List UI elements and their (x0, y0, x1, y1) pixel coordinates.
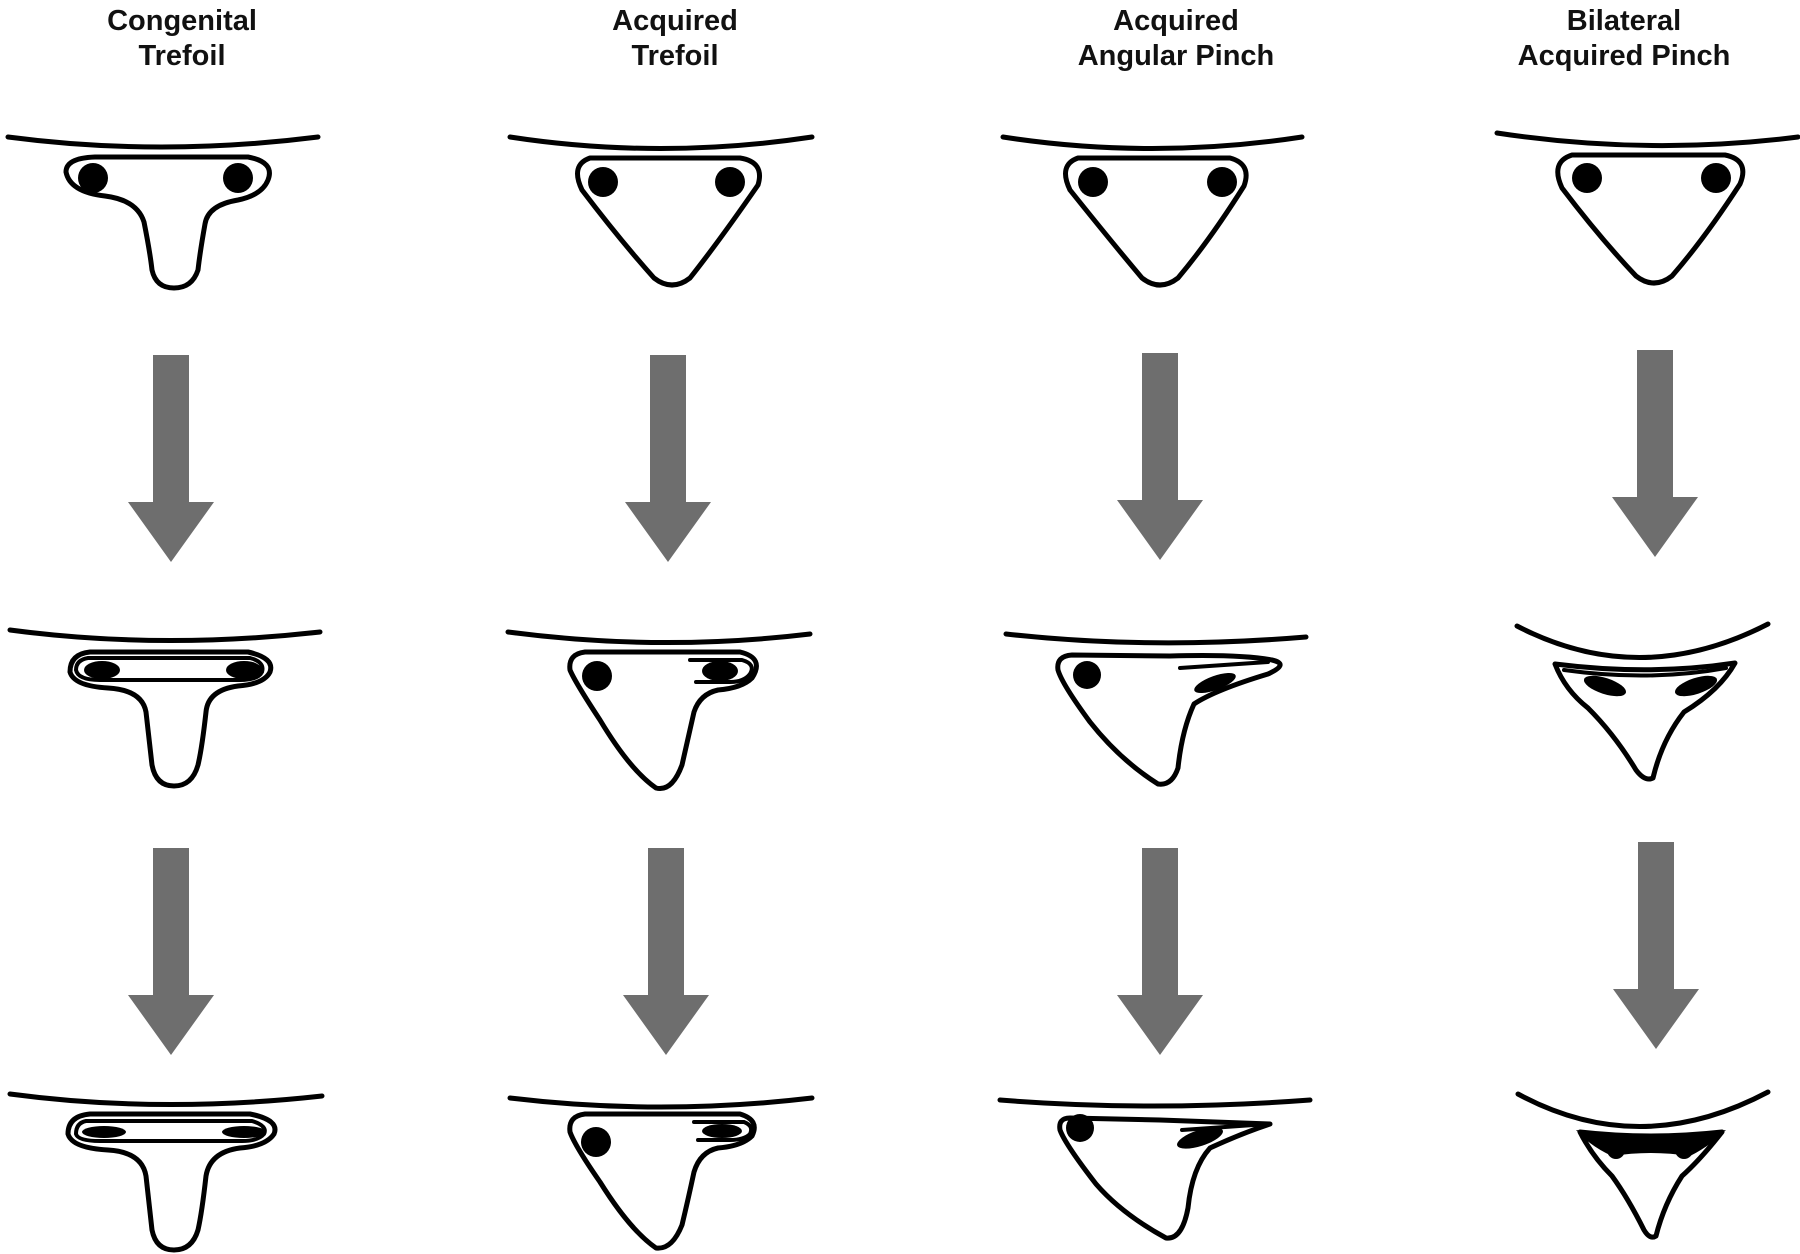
dot-right (1207, 167, 1237, 197)
stage-3-shape (1515, 1089, 1771, 1240)
vessel-wall-line (1514, 621, 1771, 660)
trefoil-lumen-outline (63, 154, 272, 291)
stage-2-shape (1514, 621, 1771, 782)
triangle-lumen-outline (1555, 152, 1746, 286)
down-arrow-icon (1612, 350, 1698, 557)
title-line: Acquired (612, 5, 738, 37)
angular-lumen-outline (1055, 652, 1283, 787)
stage-3-shape (997, 1097, 1313, 1241)
vessel-wall-line (507, 134, 815, 151)
title-line: Acquired Pinch (1517, 40, 1731, 72)
column-congenital-trefoil (5, 134, 325, 1253)
vessel-wall-line (1515, 1089, 1771, 1129)
dot-left (588, 167, 618, 197)
dot-left (1078, 167, 1108, 197)
dot-left (1073, 661, 1101, 689)
flattened-dot-left (84, 661, 120, 679)
flattened-dot-left (82, 1126, 126, 1138)
pinch-inner-outline (1178, 660, 1270, 670)
dot-left (582, 661, 612, 691)
vessel-wall-line (507, 1095, 815, 1110)
down-arrow-icon (623, 848, 709, 1055)
dot-left (1066, 1114, 1094, 1142)
dot-right (1701, 163, 1731, 193)
title-line: Trefoil (631, 40, 719, 72)
trefoil-lumen-outline (67, 649, 274, 789)
vessel-wall-line (505, 629, 813, 645)
column-title-acquired-trefoil: Acquired Trefoil (495, 4, 855, 74)
column-title-acquired-angular-pinch: Acquired Angular Pinch (996, 4, 1356, 74)
flattened-dot-right (222, 1126, 266, 1138)
dot-left (78, 163, 108, 193)
pinch-lumen-outline (1552, 660, 1738, 782)
stage-2-shape (7, 627, 323, 789)
down-arrow-icon (128, 848, 214, 1055)
stage-2-shape (505, 629, 813, 791)
vessel-wall-line (5, 134, 321, 150)
column-acquired-angular-pinch (997, 134, 1313, 1241)
inner-outline (692, 1120, 754, 1142)
stage-1-shape (1494, 130, 1800, 286)
down-arrow-icon (128, 355, 214, 562)
stage-1-shape (5, 134, 321, 291)
vessel-wall-line (1000, 134, 1305, 151)
triangle-lumen-outline (1063, 155, 1249, 288)
triangle-lumen-outline (575, 155, 762, 288)
down-arrow-icon (1117, 353, 1203, 560)
column-title-bilateral-acquired-pinch: Bilateral Acquired Pinch (1444, 4, 1800, 74)
column-title-congenital-trefoil: Congenital Trefoil (2, 4, 362, 74)
dot-left (1572, 163, 1602, 193)
title-line: Acquired (1113, 5, 1239, 37)
stage-2-shape (1003, 631, 1309, 787)
trefoil-lumen-outline (65, 1111, 278, 1253)
down-arrow-icon (1117, 848, 1203, 1055)
inner-outline (688, 658, 754, 684)
dot-right (715, 167, 745, 197)
down-arrow-icon (625, 355, 711, 562)
flattened-dot-right (702, 661, 738, 681)
stage-3-shape (507, 1095, 815, 1251)
pinched-dot-right (1177, 1127, 1223, 1149)
stage-3-shape (7, 1091, 325, 1253)
down-arrow-icon (1613, 842, 1699, 1049)
dot-left (1607, 1141, 1625, 1159)
title-line: Angular Pinch (1077, 40, 1275, 72)
vessel-wall-line (7, 627, 323, 643)
title-line: Congenital (107, 5, 257, 37)
dot-left (581, 1127, 611, 1157)
stage-1-shape (1000, 134, 1305, 288)
dot-right (223, 163, 253, 193)
pinch-inner-outline (1180, 1122, 1270, 1132)
arrows (128, 350, 1699, 1055)
pinched-dot-right (1674, 675, 1718, 697)
asym-lumen-outline (567, 1111, 757, 1251)
pinched-dot-right (1194, 673, 1236, 693)
vessel-wall-line (1494, 130, 1800, 149)
stage-1-shape (507, 134, 815, 288)
vessel-wall-line (1003, 631, 1309, 646)
inner-outline (74, 656, 265, 682)
vessel-wall-line (997, 1097, 1313, 1109)
flattened-dot-right (226, 661, 262, 679)
inner-outline (74, 1119, 267, 1143)
vessel-wall-line (7, 1091, 325, 1107)
flattened-dot-right (702, 1124, 742, 1138)
pinched-dot-left (1583, 675, 1627, 697)
column-acquired-trefoil (505, 134, 815, 1251)
dot-right (1675, 1141, 1693, 1159)
inner-outline (1562, 666, 1728, 678)
asym-lumen-outline (567, 649, 759, 791)
title-line: Bilateral (1566, 5, 1682, 37)
column-bilateral-acquired-pinch (1494, 130, 1800, 1240)
title-line: Trefoil (138, 40, 226, 72)
